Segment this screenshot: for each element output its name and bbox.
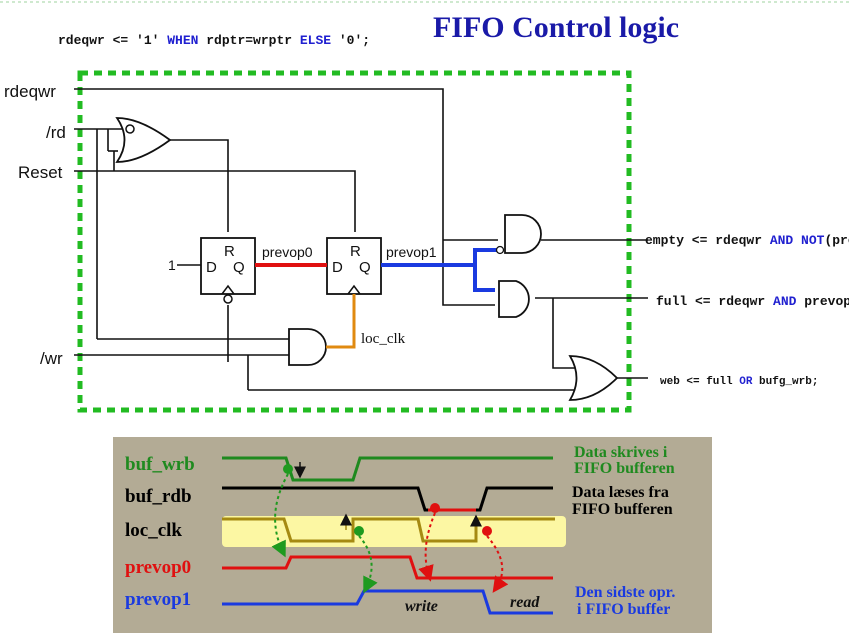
- ff1-clk-inverter: [223, 294, 233, 304]
- empty-equation: empty <= rdeqwr AND NOT(prevop1);: [645, 233, 849, 248]
- ff1-q-label: Q: [233, 259, 245, 276]
- timing-label-prevop0: prevop0: [125, 557, 191, 578]
- and-gate-empty: [504, 214, 542, 254]
- loc-clk-band: [222, 516, 566, 547]
- causal-arrow-1: [271, 473, 289, 558]
- and-gate-full: [498, 280, 530, 318]
- wave-prevop0: [222, 555, 553, 580]
- or-gate-rd: [115, 117, 172, 163]
- wave-buf-wrb: [222, 456, 553, 482]
- ff2-clk-triangle: [347, 284, 361, 295]
- ff2-r-label: R: [350, 243, 361, 260]
- prevop0-label: prevop0: [262, 244, 313, 260]
- ff2-d-label: D: [332, 259, 343, 276]
- read-label: read: [510, 594, 540, 611]
- loc-clk-wire: [326, 294, 356, 349]
- input-label-rd: /rd: [46, 123, 66, 142]
- and-empty-inverter: [495, 245, 505, 255]
- causal-arrow-4: [486, 535, 509, 593]
- write-label: write: [405, 598, 438, 615]
- figure-title: FIFO Control logic: [433, 11, 679, 44]
- input-label-wr: /wr: [40, 349, 63, 368]
- timing-label-buf-rdb: buf_rdb: [125, 486, 192, 507]
- causal-arrow-3: [418, 512, 436, 582]
- input-label-rdeqwr: rdeqwr: [4, 82, 56, 101]
- input-label-reset: Reset: [18, 163, 63, 182]
- logic-border: [77, 70, 632, 413]
- ff1-clk-triangle: [221, 284, 235, 295]
- wave-prevop1: [222, 589, 553, 615]
- note-prev1: Den sidste opr. i FIFO buffer: [575, 584, 679, 618]
- or-gate-web: [568, 355, 619, 401]
- ff2-q-label: Q: [359, 259, 371, 276]
- flipflop-prevop1: [326, 237, 382, 295]
- ff1-r-label: R: [224, 243, 235, 260]
- web-equation: web <= full OR bufg_wrb;: [660, 376, 818, 388]
- rdeqwr-equation: rdeqwr <= '1' WHEN rdptr=wrptr ELSE '0';: [58, 33, 370, 48]
- timing-label-prevop1: prevop1: [125, 589, 191, 610]
- note-wrb: Data skrives i FIFO bufferen: [574, 444, 675, 477]
- full-equation: full <= rdeqwr AND prevop1;: [656, 294, 849, 309]
- or-gate-rd-inverter: [125, 124, 135, 134]
- prevop1-wire: [381, 248, 498, 292]
- and-gate-locclk: [288, 328, 327, 366]
- note-rdb: Data læses fra FIFO bufferen: [572, 484, 673, 518]
- event-dot-rdb: [430, 503, 440, 513]
- event-dot-wrb: [283, 464, 293, 474]
- timing-label-loc-clk: loc_clk: [125, 520, 182, 541]
- loc-clk-label: loc_clk: [361, 331, 406, 347]
- ff1-d-label: D: [206, 259, 217, 276]
- ff1-const-one: 1: [168, 257, 176, 273]
- timing-label-buf-wrb: buf_wrb: [125, 454, 195, 475]
- black-wires: [74, 88, 648, 391]
- event-dot-clk-rise-2: [482, 526, 492, 536]
- event-dot-clk-rise: [354, 526, 364, 536]
- prevop1-label: prevop1: [386, 244, 437, 260]
